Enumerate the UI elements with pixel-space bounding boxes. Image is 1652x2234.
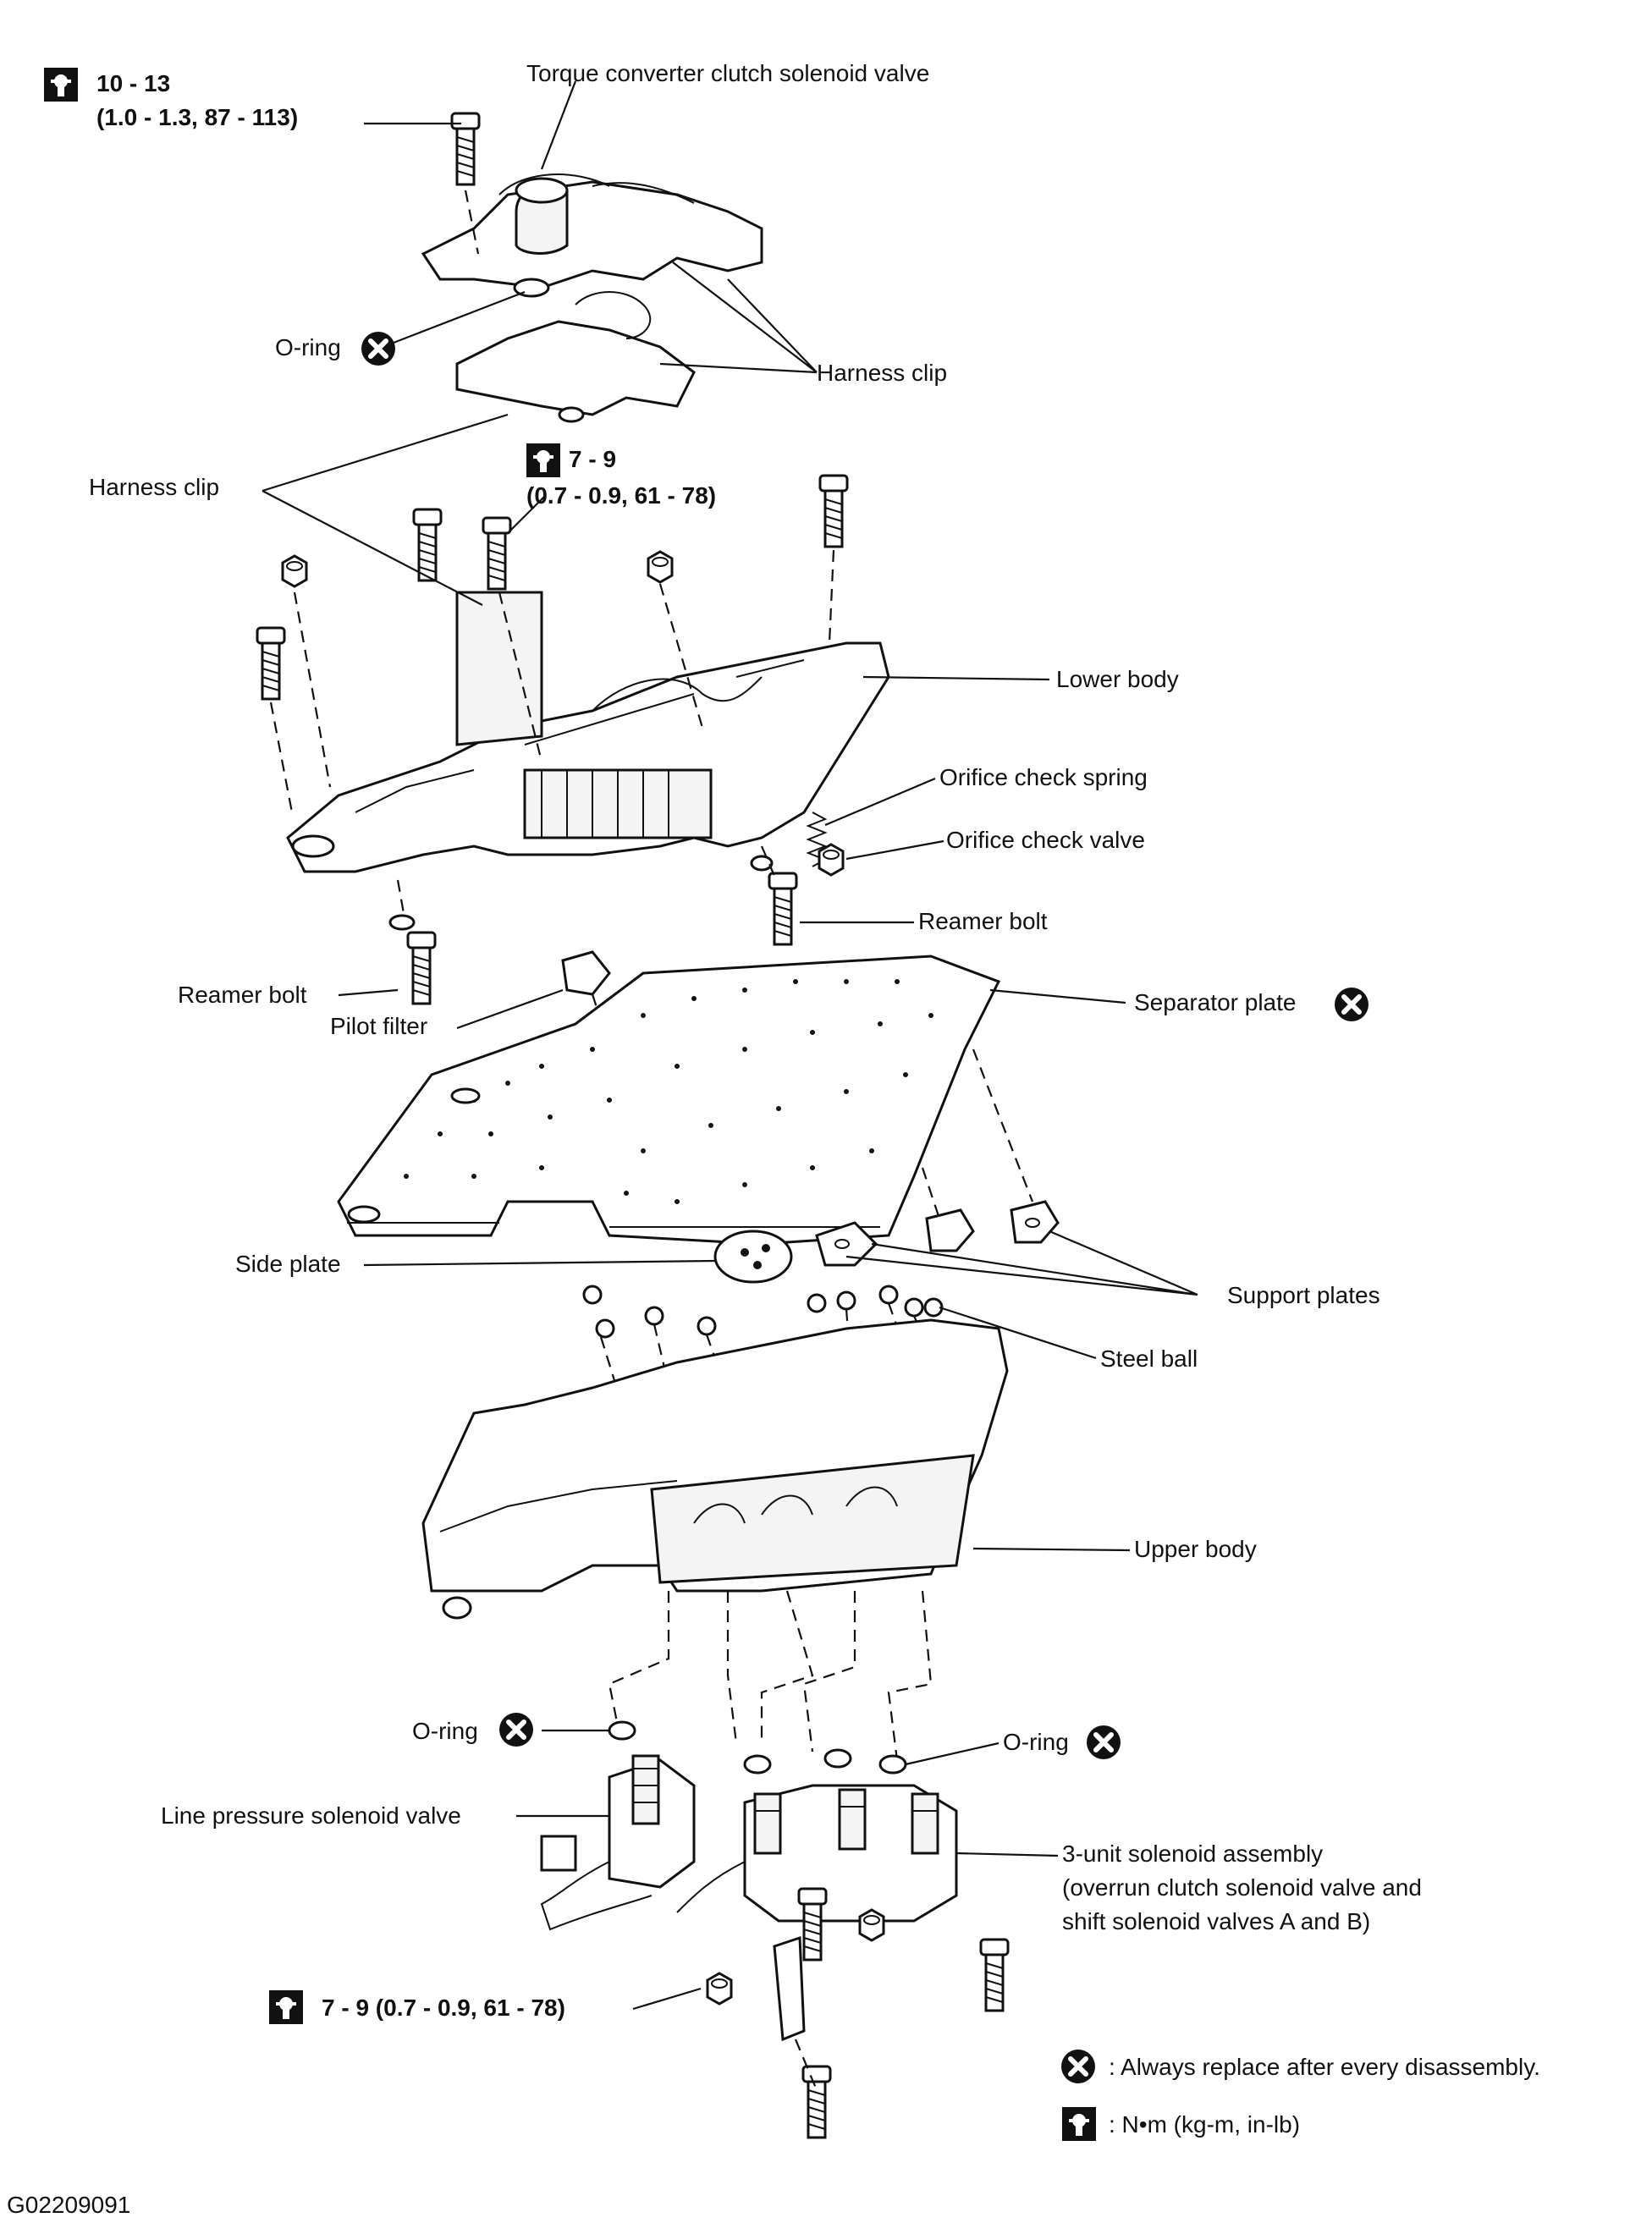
label-pilot-filter: Pilot filter bbox=[330, 1013, 427, 1039]
label-torque-converter-valve: Torque converter clutch solenoid valve bbox=[526, 60, 929, 86]
torque-wrench-icon bbox=[1062, 2107, 1096, 2141]
lower-body-part bbox=[286, 591, 890, 873]
pilot-filter-part bbox=[561, 950, 611, 996]
label-o-ring-right: O-ring bbox=[1003, 1729, 1069, 1755]
torque-converter-assembly bbox=[421, 173, 763, 423]
x-circle-icon bbox=[1087, 1725, 1121, 1759]
label-harness-clip-left: Harness clip bbox=[89, 474, 219, 500]
label-o-ring-left: O-ring bbox=[412, 1718, 478, 1744]
torque-wrench-icon bbox=[526, 443, 560, 477]
torque-top-line2: (1.0 - 1.3, 87 - 113) bbox=[96, 104, 298, 130]
label-side-plate: Side plate bbox=[235, 1251, 341, 1277]
three-unit-solenoid-part bbox=[676, 1784, 958, 1923]
label-support-plates: Support plates bbox=[1227, 1282, 1380, 1308]
upper-body-part bbox=[421, 1318, 1009, 1620]
torque-bottom: 7 - 9 (0.7 - 0.9, 61 - 78) bbox=[322, 1995, 565, 2021]
torque-mid-line1: 7 - 9 bbox=[569, 446, 616, 472]
reamer-bolt-right-part bbox=[768, 872, 798, 946]
label-o-ring-top: O-ring bbox=[275, 334, 341, 360]
label-orifice-check-spring: Orifice check spring bbox=[939, 764, 1148, 790]
label-harness-clip-right: Harness clip bbox=[817, 360, 947, 386]
x-circle-icon bbox=[1335, 988, 1368, 1021]
figure-id: G02209091 bbox=[7, 2192, 130, 2218]
torque-wrench-icon bbox=[269, 1990, 303, 2024]
label-reamer-bolt-left: Reamer bolt bbox=[178, 982, 307, 1008]
label-three-unit-line1: 3-unit solenoid assembly bbox=[1062, 1841, 1323, 1867]
side-plate-part bbox=[713, 1230, 793, 1284]
separator-plate-part bbox=[337, 955, 1001, 1246]
label-three-unit-line3: shift solenoid valves A and B) bbox=[1062, 1908, 1370, 1934]
legend-replace-text: : Always replace after every disassembly… bbox=[1109, 2054, 1540, 2080]
torque-top-line1: 10 - 13 bbox=[96, 70, 170, 96]
legend: : Always replace after every disassembly… bbox=[1061, 2050, 1540, 2141]
label-lower-body: Lower body bbox=[1056, 666, 1179, 692]
label-steel-ball: Steel ball bbox=[1100, 1345, 1198, 1372]
x-circle-icon bbox=[499, 1713, 533, 1747]
torque-mid-line2: (0.7 - 0.9, 61 - 78) bbox=[526, 482, 716, 509]
leader-lines bbox=[262, 80, 1198, 2011]
x-circle-icon bbox=[1061, 2050, 1095, 2083]
label-upper-body: Upper body bbox=[1134, 1536, 1257, 1562]
support-plates-part bbox=[815, 1200, 1060, 1267]
label-reamer-bolt-right: Reamer bolt bbox=[918, 908, 1048, 934]
torque-wrench-icon bbox=[44, 68, 78, 102]
label-separator-plate: Separator plate bbox=[1134, 989, 1296, 1015]
x-circle-icon bbox=[361, 332, 395, 366]
legend-torque-unit-text: : N•m (kg-m, in-lb) bbox=[1109, 2111, 1300, 2138]
orifice-check-valve-part bbox=[818, 843, 845, 877]
label-line-pressure-valve: Line pressure solenoid valve bbox=[161, 1802, 461, 1829]
label-three-unit-line2: (overrun clutch solenoid valve and bbox=[1062, 1874, 1422, 1901]
label-orifice-check-valve: Orifice check valve bbox=[946, 827, 1145, 853]
line-pressure-solenoid-part bbox=[540, 1754, 696, 1931]
reamer-bolt-left-part bbox=[406, 931, 437, 1005]
